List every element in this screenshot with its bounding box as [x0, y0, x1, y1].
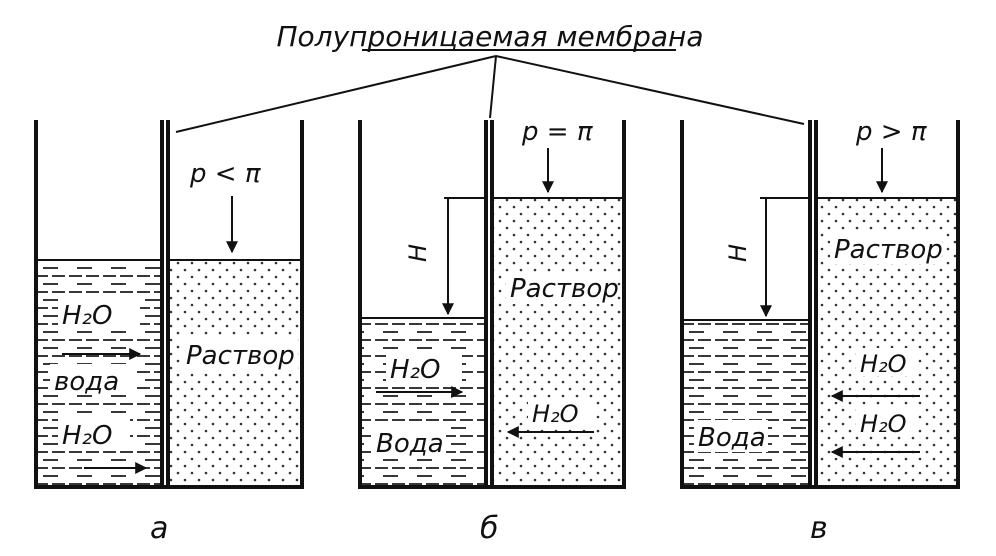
height-label: H — [724, 244, 752, 262]
h2o-label: H₂O — [390, 355, 440, 385]
height-label: H — [404, 244, 432, 262]
solution-fill-right — [492, 198, 624, 486]
water-fill-left — [360, 318, 484, 486]
membrane-label: Полупроницаемая мембрана — [277, 20, 704, 53]
pressure-label: p = π — [521, 117, 593, 147]
panel-b: p = π H H₂O Вода Раствор H₂O б — [358, 117, 626, 546]
solution-label: Раствор — [834, 235, 943, 265]
water-fill-left — [682, 320, 808, 486]
panel-c: p > π H Вода Раствор H₂O H₂O в — [680, 117, 960, 546]
h2o-label: H₂O — [532, 400, 579, 428]
panel-letter: в — [810, 511, 828, 546]
h2o-label: H₂O — [62, 421, 112, 451]
solution-fill-right — [168, 260, 302, 486]
membrane-leader-lines — [175, 55, 805, 133]
water-label: Вода — [698, 423, 766, 453]
panel-letter: а — [150, 511, 168, 546]
water-label: вода — [54, 367, 119, 397]
panel-letter: б — [480, 511, 499, 546]
h2o-label: H₂O — [62, 301, 112, 331]
water-label: Вода — [376, 429, 444, 459]
h2o-label: H₂O — [860, 350, 907, 378]
solution-label: Раствор — [510, 274, 619, 304]
vessel-walls — [680, 120, 960, 489]
pressure-label: p < π — [189, 159, 261, 189]
solution-label: Раствор — [186, 341, 295, 371]
panel-a: p < π H₂O вода H₂O Раствор а — [34, 120, 304, 546]
pressure-label: p > π — [855, 117, 927, 147]
h2o-label: H₂O — [860, 410, 907, 438]
